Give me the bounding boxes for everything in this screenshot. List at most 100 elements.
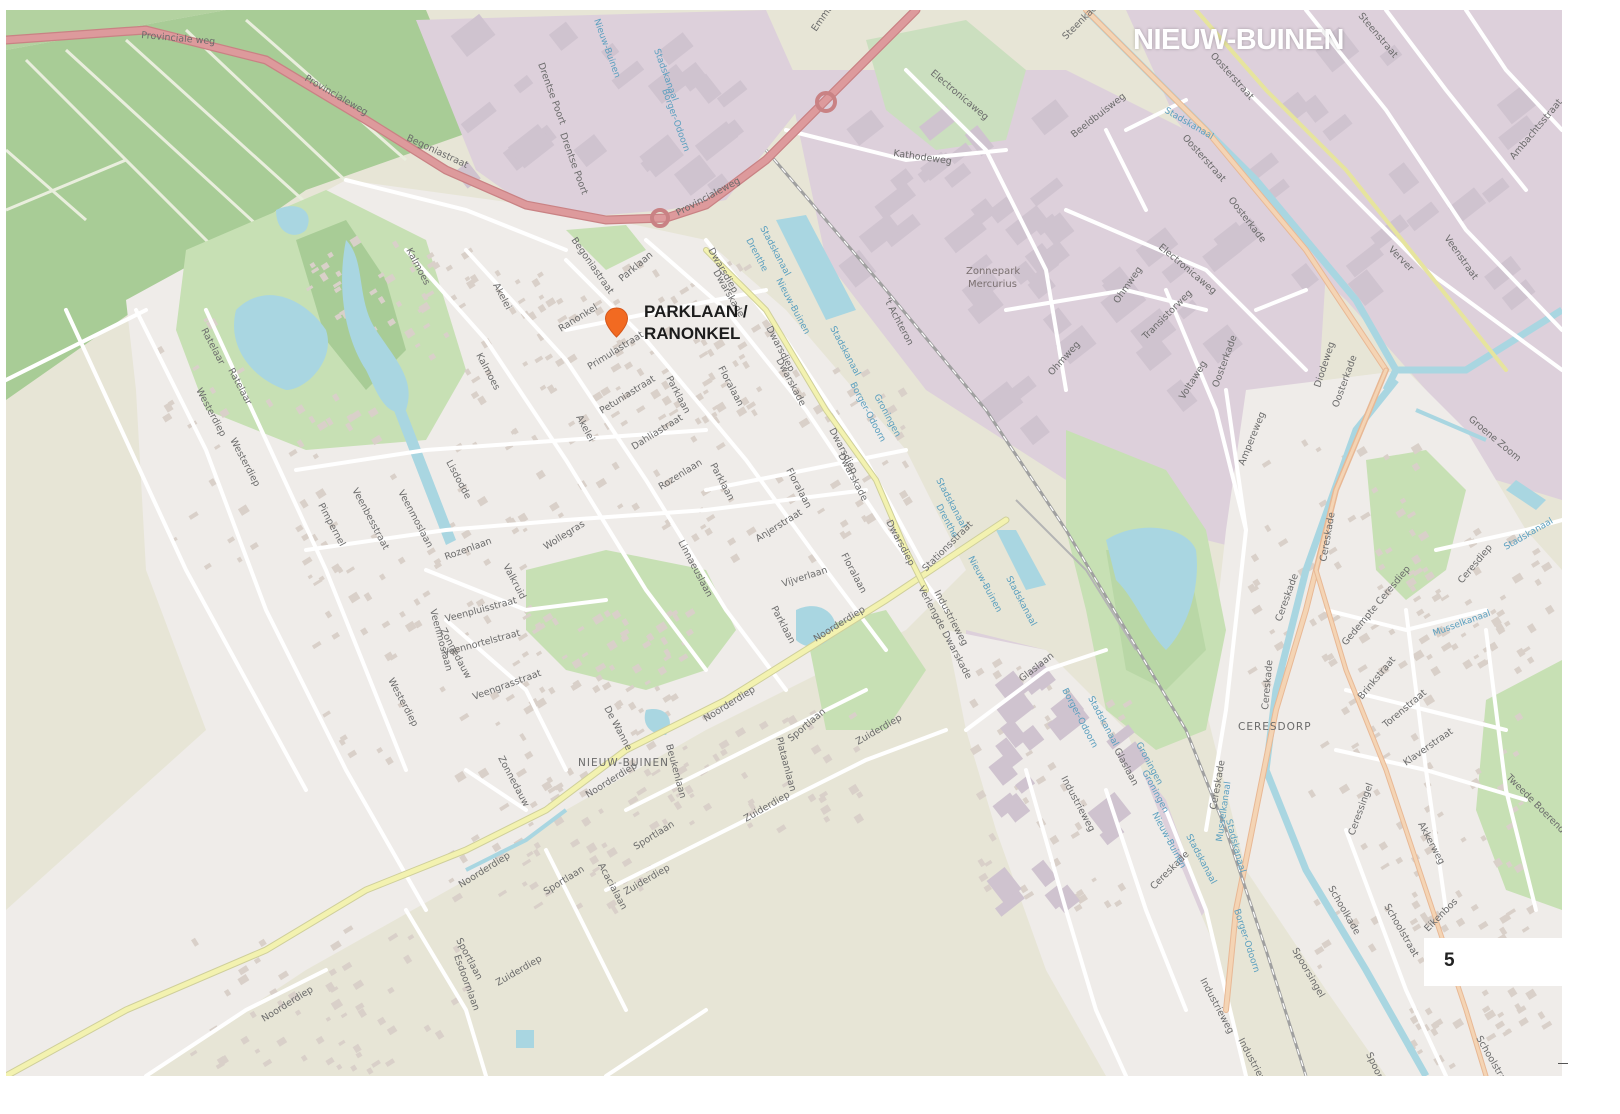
building (629, 340, 636, 347)
building (568, 313, 577, 321)
minor-roads (6, 10, 1562, 1076)
building (332, 393, 340, 402)
building (376, 747, 384, 754)
building (1475, 767, 1482, 775)
building (188, 511, 199, 520)
building (1166, 379, 1198, 413)
building (254, 1048, 261, 1054)
building (1322, 113, 1353, 142)
building (409, 266, 416, 273)
building (556, 297, 564, 305)
building (414, 342, 421, 349)
building (860, 368, 871, 378)
building (635, 260, 645, 270)
building (209, 386, 217, 395)
building (1161, 256, 1191, 284)
building (781, 780, 792, 788)
building (548, 686, 556, 695)
building (1338, 783, 1351, 795)
building (534, 621, 542, 629)
building (325, 1056, 335, 1066)
building (606, 899, 618, 910)
building (832, 366, 841, 375)
building (746, 526, 757, 537)
building (1452, 1018, 1465, 1030)
building (307, 574, 313, 580)
building (566, 767, 575, 776)
building (557, 512, 565, 519)
building (692, 73, 722, 104)
building (549, 387, 558, 395)
building (477, 495, 489, 507)
building (1117, 882, 1127, 892)
map-canvas[interactable]: NIEUW-BUINEN CERESDORP Zonnepark Mercuri… (6, 10, 1562, 1076)
building (215, 1061, 225, 1070)
building (1023, 675, 1043, 695)
building (535, 622, 546, 632)
building (734, 727, 747, 738)
building (505, 693, 515, 702)
building (621, 857, 633, 868)
building (1114, 899, 1123, 908)
building (839, 530, 846, 538)
building (682, 745, 688, 751)
building (448, 877, 455, 884)
building (470, 834, 480, 843)
building (236, 556, 243, 563)
building (1080, 799, 1088, 808)
building (357, 1008, 367, 1018)
building (1307, 789, 1316, 799)
map-frame[interactable]: NIEUW-BUINEN CERESDORP Zonnepark Mercuri… (6, 10, 1562, 1076)
building (636, 405, 646, 414)
building (426, 547, 436, 556)
building (703, 802, 713, 812)
building (1518, 800, 1524, 807)
building (746, 808, 757, 818)
building (497, 889, 508, 898)
building (1384, 547, 1393, 554)
building (349, 235, 362, 248)
building (545, 297, 557, 308)
building (1514, 666, 1523, 675)
building (295, 524, 304, 533)
building (1521, 926, 1530, 933)
building (332, 280, 342, 289)
building (1505, 860, 1513, 868)
building (517, 632, 529, 642)
building (1448, 1062, 1456, 1070)
building (423, 1024, 432, 1033)
building (535, 697, 548, 709)
building (1291, 262, 1319, 292)
building (533, 901, 544, 910)
building (1399, 497, 1407, 504)
building (1341, 706, 1351, 716)
building (1331, 614, 1341, 622)
building (600, 42, 620, 61)
building (522, 612, 532, 621)
building (969, 698, 979, 709)
building (417, 305, 427, 313)
building (1349, 917, 1360, 928)
building (355, 1051, 363, 1059)
building (464, 276, 471, 282)
building (1076, 888, 1085, 897)
building (660, 636, 669, 646)
building (1360, 511, 1371, 521)
building (698, 351, 709, 359)
building (330, 940, 342, 951)
building (1431, 592, 1442, 603)
building (433, 558, 442, 566)
building (575, 902, 584, 910)
building (345, 422, 354, 432)
building (988, 755, 1018, 786)
building (1464, 598, 1473, 606)
building (422, 590, 431, 598)
poi-label-zonnepark: Zonnepark (966, 266, 1020, 277)
building (1376, 584, 1384, 591)
location-pin-icon[interactable] (604, 307, 629, 338)
building (1412, 923, 1422, 932)
building (967, 290, 1004, 325)
building (1367, 943, 1377, 953)
building (403, 954, 413, 965)
building (645, 633, 653, 641)
